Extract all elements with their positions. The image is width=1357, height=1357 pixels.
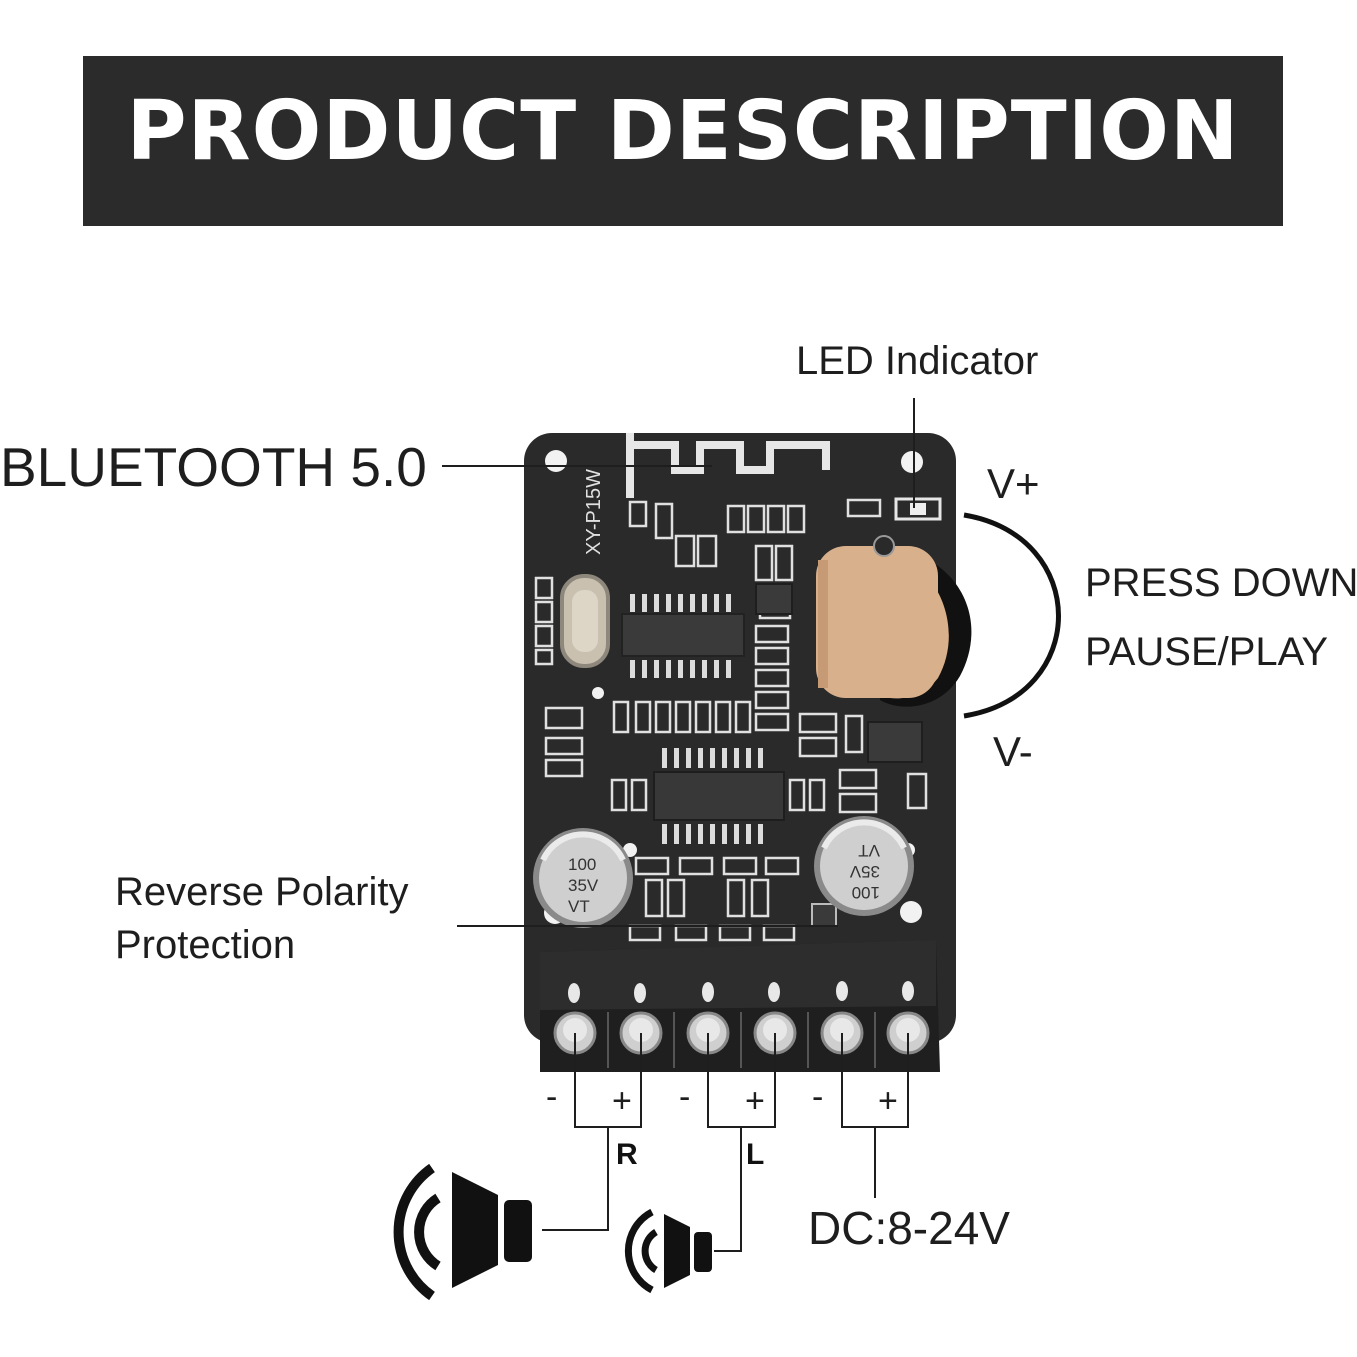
- transistor: [867, 721, 923, 763]
- v-plus-label: V+: [987, 460, 1040, 507]
- right-channel-label: R: [616, 1138, 638, 1171]
- reverse-polarity-label: Reverse Polarity: [115, 870, 408, 914]
- terminal-sign: -: [812, 1078, 823, 1116]
- led-indicator: [894, 497, 942, 521]
- leader-lines: [442, 398, 915, 1252]
- terminal-sign: +: [745, 1082, 765, 1120]
- bt-chip: [621, 613, 745, 657]
- volume-knob[interactable]: [816, 535, 972, 707]
- amp-chip: [653, 771, 785, 821]
- svg-text:VT: VT: [858, 841, 880, 860]
- svg-text:100: 100: [852, 883, 880, 902]
- svg-text:VT: VT: [568, 897, 590, 916]
- terminal-block: [540, 940, 940, 1072]
- svg-text:35V: 35V: [849, 862, 880, 881]
- model-marking: XY-P15W: [583, 469, 605, 555]
- v-minus-label: V-: [993, 728, 1033, 775]
- mount-hole: [545, 450, 567, 472]
- speaker-left-icon: [624, 1208, 712, 1294]
- capacitor-left: 100 35V VT: [533, 828, 633, 928]
- svg-text:100: 100: [568, 855, 596, 874]
- terminal-sign: +: [878, 1082, 898, 1120]
- capacitor-right: 100 35V VT: [814, 816, 914, 916]
- press-down-label: PRESS DOWN: [1085, 561, 1357, 605]
- terminal-sign: +: [612, 1082, 632, 1120]
- dc-voltage-label: DC:8-24V: [808, 1202, 1010, 1254]
- banner-title: PRODUCT DESCRIPTION: [126, 84, 1240, 179]
- pcb-board: XY-P15W: [524, 433, 972, 1072]
- terminal-sign: -: [546, 1078, 557, 1116]
- svg-text:35V: 35V: [568, 876, 599, 895]
- bluetooth-label: BLUETOOTH 5.0: [0, 436, 427, 498]
- left-channel-label: L: [746, 1138, 764, 1171]
- pause-play-label: PAUSE/PLAY: [1085, 630, 1328, 674]
- terminal-sign: -: [679, 1078, 690, 1116]
- speaker-right-icon: [393, 1163, 532, 1301]
- led-label: LED Indicator: [796, 339, 1038, 383]
- mount-hole: [901, 451, 923, 473]
- volume-arc: [963, 512, 1061, 719]
- title-banner: PRODUCT DESCRIPTION: [83, 56, 1283, 226]
- protection-label: Protection: [115, 923, 295, 967]
- mount-hole: [900, 901, 922, 923]
- smd-components: [534, 498, 928, 942]
